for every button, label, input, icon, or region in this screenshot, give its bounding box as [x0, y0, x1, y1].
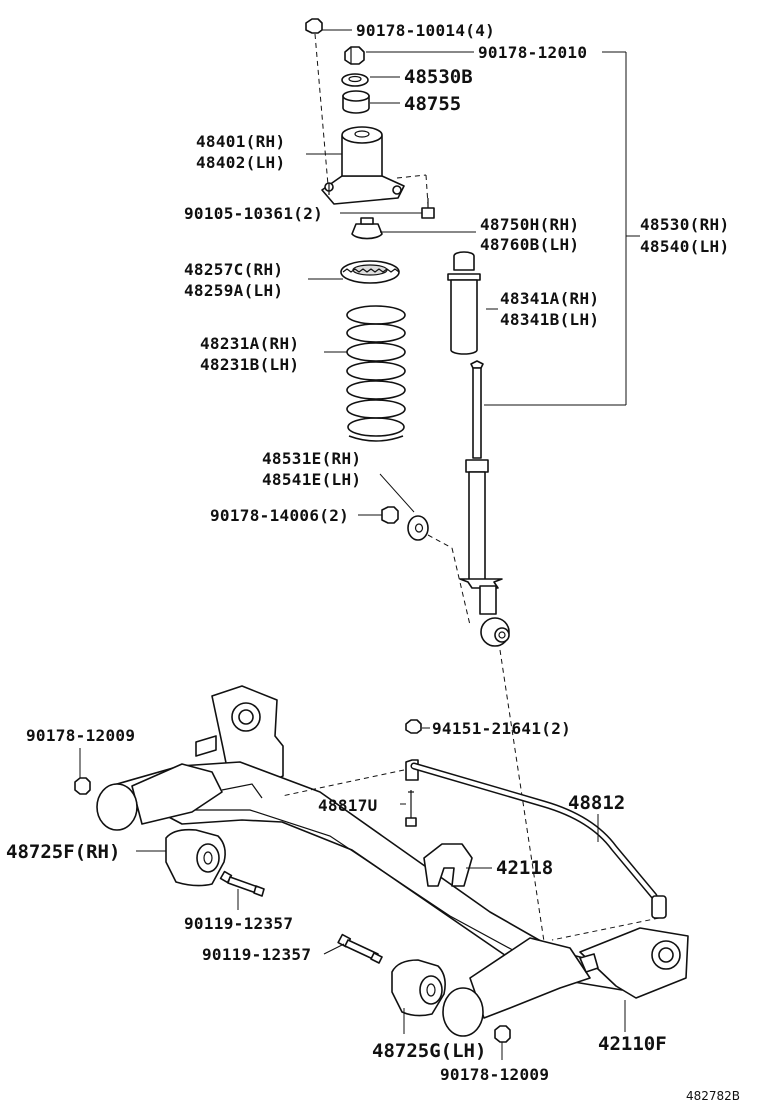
- bolt-48817U: [405, 790, 417, 827]
- nut-94151-21641: [405, 719, 422, 734]
- bushing-48755: [342, 90, 370, 114]
- label-48401: 48401(RH): [196, 132, 285, 151]
- label-94151-21641: 94151-21641(2): [432, 719, 571, 738]
- dashed-guide-nut-to-mount: [314, 33, 329, 186]
- cushion-48531E: [407, 515, 429, 541]
- assembly-bracket: [484, 51, 640, 406]
- stabilizer-bar-48812: [405, 759, 667, 919]
- rear-axle-beam-42110F: [96, 685, 689, 1037]
- label-48530B: 48530B: [404, 66, 473, 88]
- label-48541E: 48541E(LH): [262, 470, 361, 489]
- spring-upper-seat-48750H: [351, 217, 383, 240]
- diagram-reference-number: 482782B: [686, 1089, 740, 1103]
- label-48530: 48530(RH): [640, 215, 729, 234]
- label-48812: 48812: [568, 792, 625, 814]
- label-90178-10014: 90178-10014(4): [356, 21, 495, 40]
- nut-90178-12009-a: [74, 777, 91, 795]
- label-90178-12009-b: 90178-12009: [440, 1065, 549, 1084]
- shock-absorber: [459, 360, 510, 647]
- label-48725F: 48725F(RH): [6, 841, 120, 863]
- label-48531E: 48531E(RH): [262, 449, 361, 468]
- label-48760B: 48760B(LH): [480, 235, 579, 254]
- label-48750H: 48750H(RH): [480, 215, 579, 234]
- label-90178-12009-a: 90178-12009: [26, 726, 135, 745]
- label-48817U: 48817U: [318, 796, 378, 815]
- label-48231B: 48231B(LH): [200, 355, 299, 374]
- label-48341A: 48341A(RH): [500, 289, 599, 308]
- label-90178-14006: 90178-14006(2): [210, 506, 349, 525]
- insulator-48257C: [340, 260, 400, 284]
- bolt-90105-10361: [421, 198, 435, 219]
- nut-90178-12010: [344, 46, 365, 65]
- label-90178-12010: 90178-12010: [478, 43, 587, 62]
- label-48540: 48540(LH): [640, 237, 729, 256]
- bolt-90119-12357-a: [219, 870, 265, 897]
- coil-spring-48231A: [346, 305, 406, 442]
- washer-48530B: [341, 73, 369, 87]
- label-90105-10361: 90105-10361(2): [184, 204, 323, 223]
- label-48231A: 48231A(RH): [200, 334, 299, 353]
- nut-90178-12009-b: [494, 1025, 511, 1043]
- bushing-48725F: [165, 828, 226, 887]
- upper-support-48401: [321, 126, 405, 205]
- bolt-90119-12357-b: [337, 933, 383, 964]
- label-90119-12357-a: 90119-12357: [184, 914, 293, 933]
- label-48725G: 48725G(LH): [372, 1040, 486, 1062]
- label-42118: 42118: [496, 857, 553, 879]
- leader-lines: [79, 29, 626, 1060]
- bracket-42118: [423, 843, 473, 887]
- label-48257C: 48257C(RH): [184, 260, 283, 279]
- bump-stopper-48341A: [447, 251, 481, 355]
- label-48341B: 48341B(LH): [500, 310, 599, 329]
- dashed-guide-cushion-2: [451, 547, 471, 626]
- label-48755: 48755: [404, 93, 461, 115]
- nut-90178-10014: [305, 18, 323, 34]
- label-90119-12357-b: 90119-12357: [202, 945, 311, 964]
- dashed-guide-stab-left: [281, 769, 405, 797]
- bushing-48725G: [391, 959, 446, 1017]
- dashed-guide-support: [396, 174, 427, 179]
- dashed-guide-shock-to-axle: [499, 649, 549, 969]
- dashed-guide-stab-right: [551, 917, 660, 941]
- label-48402: 48402(LH): [196, 153, 285, 172]
- nut-90178-14006: [381, 506, 399, 524]
- label-42110F: 42110F: [598, 1033, 667, 1055]
- dashed-guide-cushion: [427, 534, 453, 549]
- label-48259A: 48259A(LH): [184, 281, 283, 300]
